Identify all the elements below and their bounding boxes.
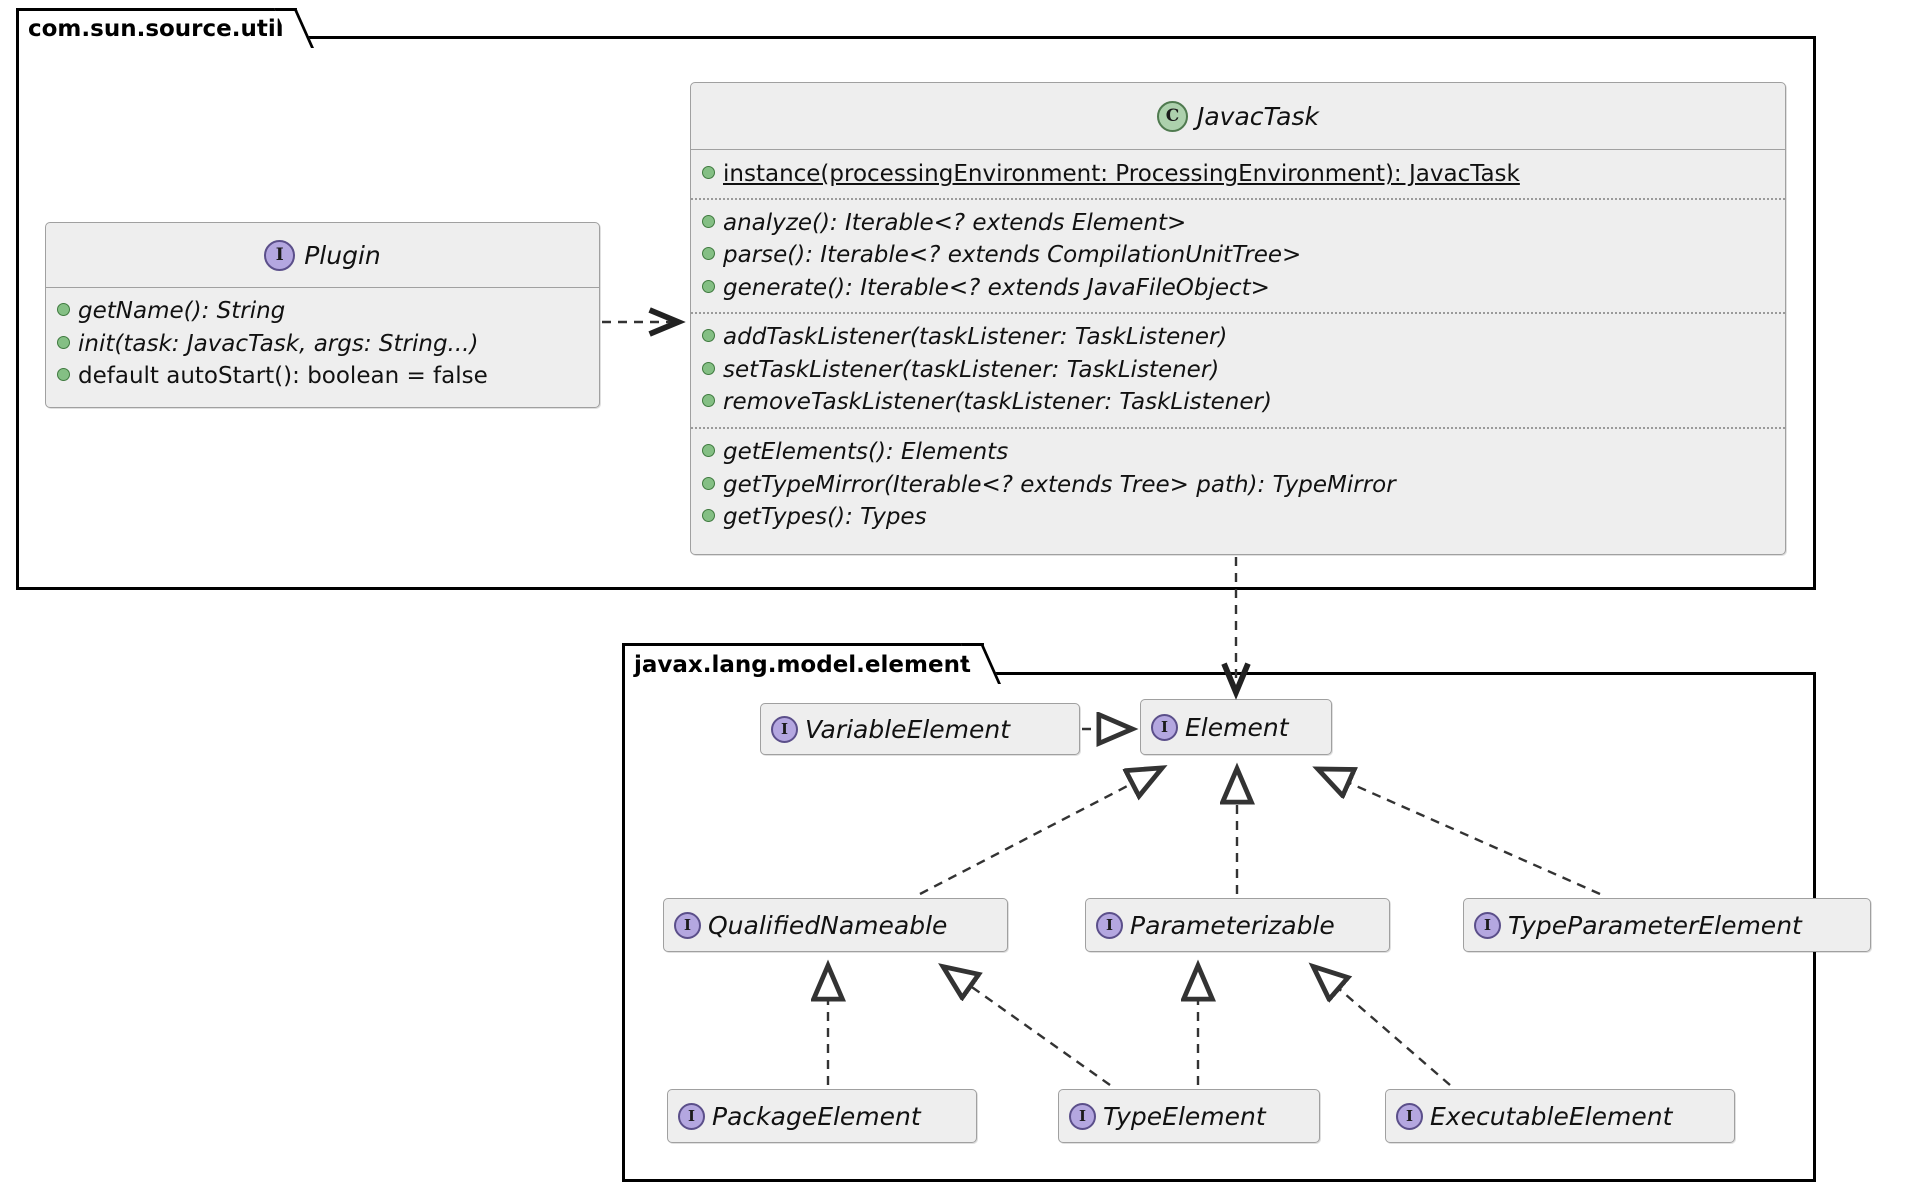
class-node-typeparameterelement-header: I TypeParameterElement: [1464, 899, 1870, 951]
class-node-executableelement[interactable]: I ExecutableElement: [1385, 1089, 1735, 1143]
member-row[interactable]: setTaskListener(taskListener: TaskListen…: [691, 354, 1785, 387]
class-name: QualifiedNameable: [708, 910, 948, 940]
interface-icon: I: [678, 1102, 705, 1130]
package-label: com.sun.source.util: [28, 16, 284, 42]
interface-icon: I: [1474, 911, 1501, 939]
member-list: getName(): String init(task: JavacTask, …: [46, 288, 599, 401]
class-node-typeelement[interactable]: I TypeElement: [1058, 1089, 1320, 1143]
package-com-sun-source-util-tab: com.sun.source.util: [16, 8, 314, 48]
class-node-executableelement-header: I ExecutableElement: [1386, 1090, 1734, 1142]
member-row[interactable]: removeTaskListener(taskListener: TaskLis…: [691, 386, 1785, 419]
member-row[interactable]: analyze(): Iterable<? extends Element>: [691, 207, 1785, 240]
member-label: getName(): String: [78, 298, 286, 324]
public-visibility-icon: [57, 335, 70, 349]
class-node-plugin[interactable]: I Plugin getName(): String init(task: Ja…: [45, 222, 600, 408]
member-label: generate(): Iterable<? extends JavaFileO…: [723, 274, 1270, 301]
class-name: PackageElement: [712, 1101, 921, 1131]
class-node-qualifiednameable[interactable]: I QualifiedNameable: [663, 898, 1008, 952]
member-group: getElements(): Elements getTypeMirror(It…: [691, 429, 1785, 542]
class-name: Parameterizable: [1130, 910, 1335, 940]
member-row[interactable]: getTypes(): Types: [691, 501, 1785, 534]
class-node-packageelement-header: I PackageElement: [668, 1090, 976, 1142]
public-visibility-icon: [702, 509, 715, 523]
public-visibility-icon: [702, 476, 715, 490]
member-group: analyze(): Iterable<? extends Element> p…: [691, 200, 1785, 313]
interface-icon: I: [1396, 1102, 1423, 1130]
member-label: instance(processingEnvironment: Processi…: [723, 161, 1520, 187]
interface-icon: I: [1096, 911, 1123, 939]
member-row[interactable]: addTaskListener(taskListener: TaskListen…: [691, 321, 1785, 354]
divider-dotted: [691, 312, 1785, 315]
member-group: addTaskListener(taskListener: TaskListen…: [691, 314, 1785, 427]
class-node-javactask-header: C JavacTask: [691, 83, 1785, 149]
public-visibility-icon: [702, 394, 715, 408]
class-node-typeelement-header: I TypeElement: [1059, 1090, 1319, 1142]
divider-dotted: [691, 197, 1785, 200]
class-node-parameterizable[interactable]: I Parameterizable: [1085, 898, 1390, 952]
class-node-element[interactable]: I Element: [1140, 699, 1332, 755]
public-visibility-icon: [702, 361, 715, 375]
class-name: JavacTask: [1196, 101, 1320, 131]
member-label: setTaskListener(taskListener: TaskListen…: [723, 356, 1220, 383]
interface-icon: I: [771, 715, 798, 743]
class-node-variableelement[interactable]: I VariableElement: [760, 703, 1080, 755]
package-label: javax.lang.model.element: [634, 651, 971, 678]
member-group: instance(processingEnvironment: Processi…: [691, 150, 1785, 198]
member-row[interactable]: getName(): String: [46, 295, 599, 328]
package-javax-lang-model-element-tab: javax.lang.model.element: [622, 643, 1001, 684]
divider: [691, 149, 1785, 150]
member-label: parse(): Iterable<? extends CompilationU…: [723, 242, 1302, 269]
class-node-typeparameterelement[interactable]: I TypeParameterElement: [1463, 898, 1871, 952]
class-node-packageelement[interactable]: I PackageElement: [667, 1089, 977, 1143]
class-node-qualifiednameable-header: I QualifiedNameable: [664, 899, 1007, 951]
member-label: removeTaskListener(taskListener: TaskLis…: [723, 389, 1272, 416]
member-row[interactable]: parse(): Iterable<? extends CompilationU…: [691, 239, 1785, 272]
class-name: VariableElement: [805, 714, 1011, 744]
interface-icon: I: [1151, 713, 1178, 741]
public-visibility-icon: [702, 279, 715, 293]
member-row[interactable]: default autoStart(): boolean = false: [46, 360, 599, 393]
divider: [46, 287, 599, 288]
member-row[interactable]: generate(): Iterable<? extends JavaFileO…: [691, 272, 1785, 305]
class-icon: C: [1156, 100, 1188, 132]
class-node-plugin-header: I Plugin: [46, 223, 599, 287]
public-visibility-icon: [702, 214, 715, 228]
public-visibility-icon: [702, 166, 715, 179]
class-node-element-header: I Element: [1141, 700, 1331, 754]
member-label: default autoStart(): boolean = false: [78, 363, 488, 390]
public-visibility-icon: [702, 247, 715, 261]
interface-icon: I: [1069, 1102, 1096, 1130]
member-label: init(task: JavacTask, args: String...): [78, 330, 479, 357]
interface-icon: I: [674, 911, 701, 939]
divider-dotted: [691, 427, 1785, 430]
class-node-variableelement-header: I VariableElement: [761, 704, 1079, 754]
class-name: TypeParameterElement: [1508, 910, 1802, 940]
member-row[interactable]: getElements(): Elements: [691, 436, 1785, 469]
member-label: getTypeMirror(Iterable<? extends Tree> p…: [723, 471, 1396, 498]
public-visibility-icon: [57, 303, 70, 316]
class-node-javactask[interactable]: C JavacTask instance(processingEnvironme…: [690, 82, 1786, 555]
public-visibility-icon: [702, 329, 715, 343]
member-label: addTaskListener(taskListener: TaskListen…: [723, 324, 1228, 351]
class-name: Plugin: [304, 240, 381, 270]
member-row[interactable]: instance(processingEnvironment: Processi…: [691, 158, 1785, 191]
class-name: ExecutableElement: [1430, 1101, 1673, 1131]
public-visibility-icon: [702, 444, 715, 458]
member-row[interactable]: init(task: JavacTask, args: String...): [46, 328, 599, 361]
member-label: analyze(): Iterable<? extends Element>: [723, 209, 1187, 236]
member-label: getTypes(): Types: [723, 504, 927, 531]
member-label: getElements(): Elements: [723, 439, 1009, 466]
class-node-parameterizable-header: I Parameterizable: [1086, 899, 1389, 951]
public-visibility-icon: [57, 368, 70, 382]
member-row[interactable]: getTypeMirror(Iterable<? extends Tree> p…: [691, 469, 1785, 502]
class-name: Element: [1185, 712, 1289, 742]
interface-icon: I: [264, 239, 296, 271]
class-name: TypeElement: [1103, 1101, 1266, 1131]
